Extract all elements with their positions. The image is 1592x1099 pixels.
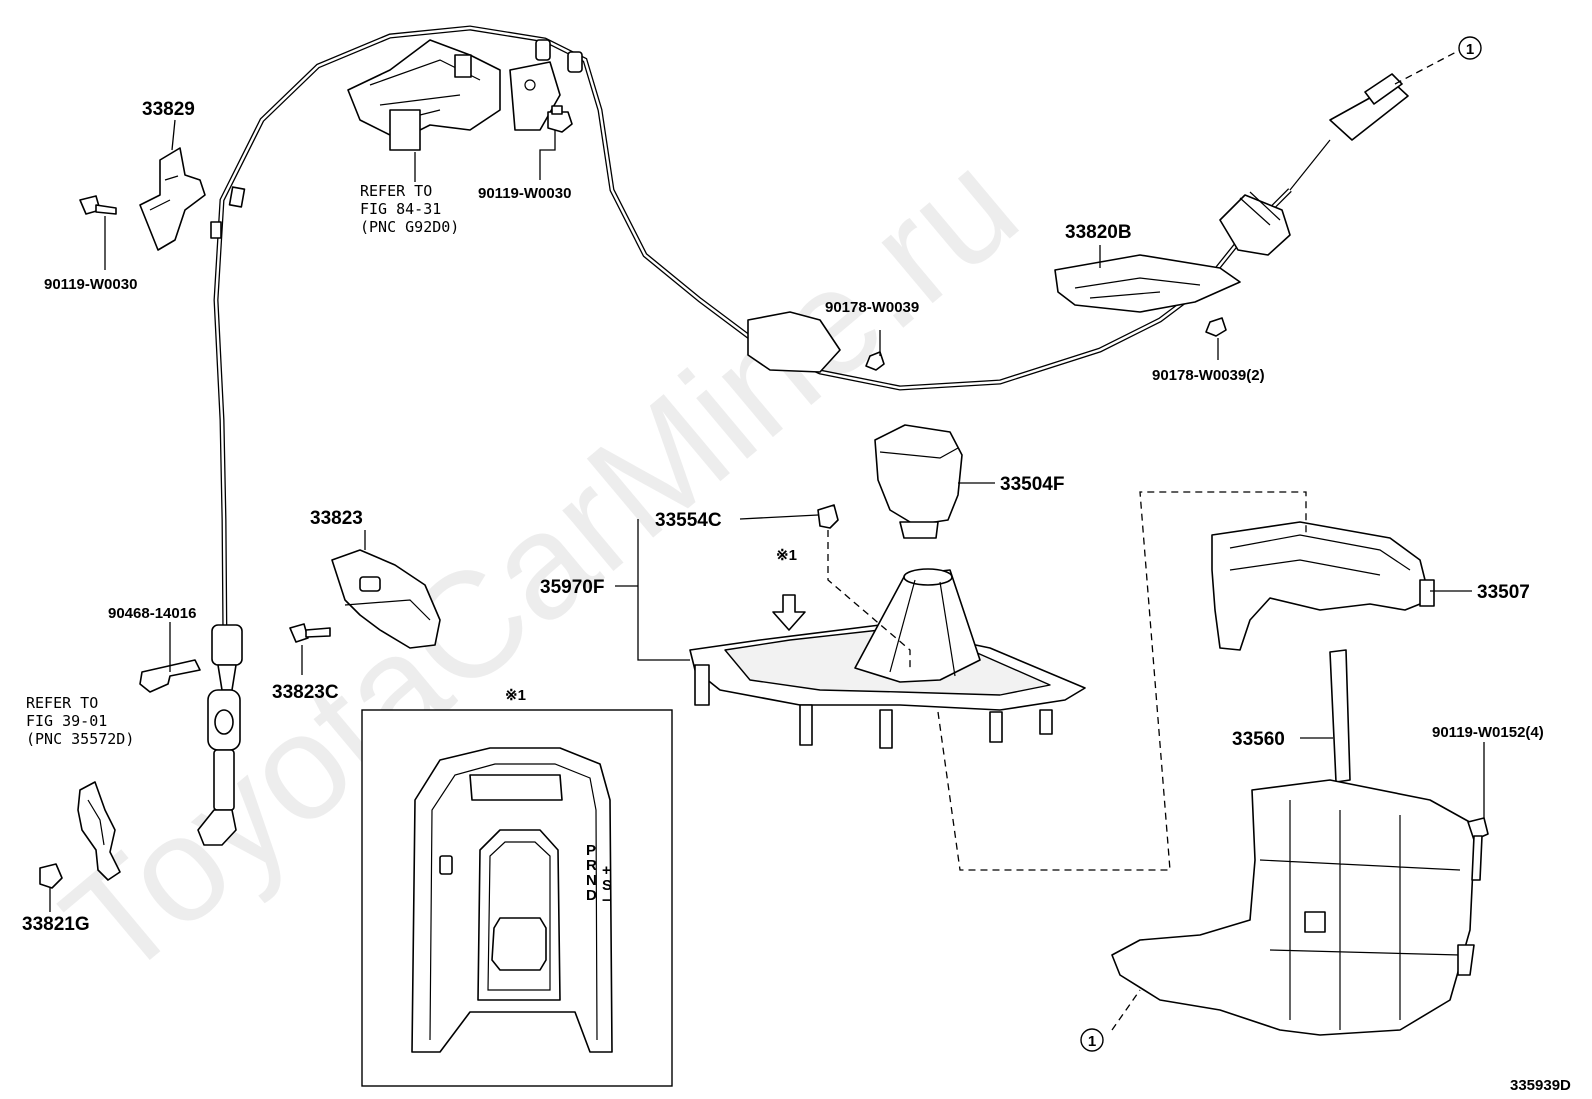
label-33554c: 33554C	[655, 510, 722, 531]
dash-33554c	[827, 530, 911, 672]
cable-bracket	[347, 39, 561, 151]
svg-text:FIG 39-01: FIG 39-01	[26, 712, 107, 730]
connector-mark-bottom: 1	[1080, 1028, 1104, 1052]
label-35970f: 35970F	[540, 577, 604, 598]
label-90178-w0039-2: 90178-W0039(2)	[1152, 367, 1265, 384]
nut-90178-w0039-2	[1205, 317, 1227, 337]
nut-33821g	[39, 863, 63, 889]
bolt-90119-w0152	[1467, 817, 1489, 881]
svg-text:1: 1	[1466, 41, 1474, 58]
nut-90178-w0039	[865, 351, 885, 371]
bracket-33823	[331, 549, 441, 649]
detail-mark: ※1	[776, 547, 797, 564]
svg-text:(PNC G92D0): (PNC G92D0)	[360, 218, 459, 236]
label-33823: 33823	[310, 508, 363, 529]
svg-text:R: R	[586, 857, 597, 874]
leader-lines	[49, 119, 1485, 912]
clip-33554c	[817, 504, 839, 529]
label-33507: 33507	[1477, 582, 1530, 603]
connector-mark-top: 1	[1458, 36, 1482, 60]
label-90468-14016: 90468-14016	[108, 605, 196, 622]
bracket-35572d	[77, 781, 121, 881]
label-33823c: 33823C	[272, 682, 339, 703]
detail-arrow	[772, 594, 806, 631]
dash-connector-top	[1394, 49, 1461, 85]
svg-text:+: +	[602, 862, 611, 879]
svg-text:S: S	[602, 877, 612, 894]
console-panel-35970f	[689, 568, 1086, 749]
bolt-33823c	[289, 623, 331, 643]
dash-lever	[937, 491, 1307, 871]
label-90119-w0030-left: 90119-W0030	[44, 276, 137, 293]
figure-code: 335939D	[1510, 1077, 1571, 1094]
svg-text:(PNC 35572D): (PNC 35572D)	[26, 730, 134, 748]
label-90119-w0030-top: 90119-W0030	[478, 185, 571, 202]
cable-grommet	[211, 624, 243, 666]
label-33821g: 33821G	[22, 914, 90, 935]
cable-clamp	[747, 311, 841, 373]
shift-lever-33560	[1111, 649, 1476, 1036]
svg-text:REFER TO: REFER TO	[26, 694, 98, 712]
refer-note-39-01: REFER TO FIG 39-01 (PNC 35572D)	[26, 694, 134, 748]
svg-text:D: D	[586, 887, 597, 904]
refer-note-84-31: REFER TO FIG 84-31 (PNC G92D0)	[360, 182, 459, 236]
label-90119-w0152: 90119-W0152(4)	[1432, 724, 1544, 741]
svg-text:REFER TO: REFER TO	[360, 182, 432, 200]
svg-text:−: −	[602, 892, 611, 909]
detail-inset: P R N D + S −	[361, 709, 673, 1087]
label-90178-w0039: 90178-W0039	[825, 299, 919, 316]
label-33560: 33560	[1232, 729, 1285, 750]
label-33820b: 33820B	[1065, 222, 1132, 243]
plate-33820b	[1054, 254, 1241, 313]
shift-cable	[197, 25, 1409, 846]
svg-text:N: N	[586, 872, 597, 889]
label-33504f: 33504F	[1000, 474, 1064, 495]
bolt-90119-w0030-left	[79, 195, 117, 215]
svg-text:P: P	[586, 842, 596, 859]
housing-33507	[1211, 521, 1435, 651]
clip-90468-14016	[139, 659, 201, 693]
bracket-33829	[139, 147, 206, 251]
bolt-90119-w0030-top	[547, 105, 573, 133]
inset-mark: ※1	[505, 687, 526, 704]
dash-connector-bottom	[1111, 989, 1141, 1031]
shift-knob-33504f	[874, 424, 963, 539]
svg-text:FIG 84-31: FIG 84-31	[360, 200, 441, 218]
svg-text:1: 1	[1088, 1033, 1096, 1050]
label-33829: 33829	[142, 99, 195, 120]
